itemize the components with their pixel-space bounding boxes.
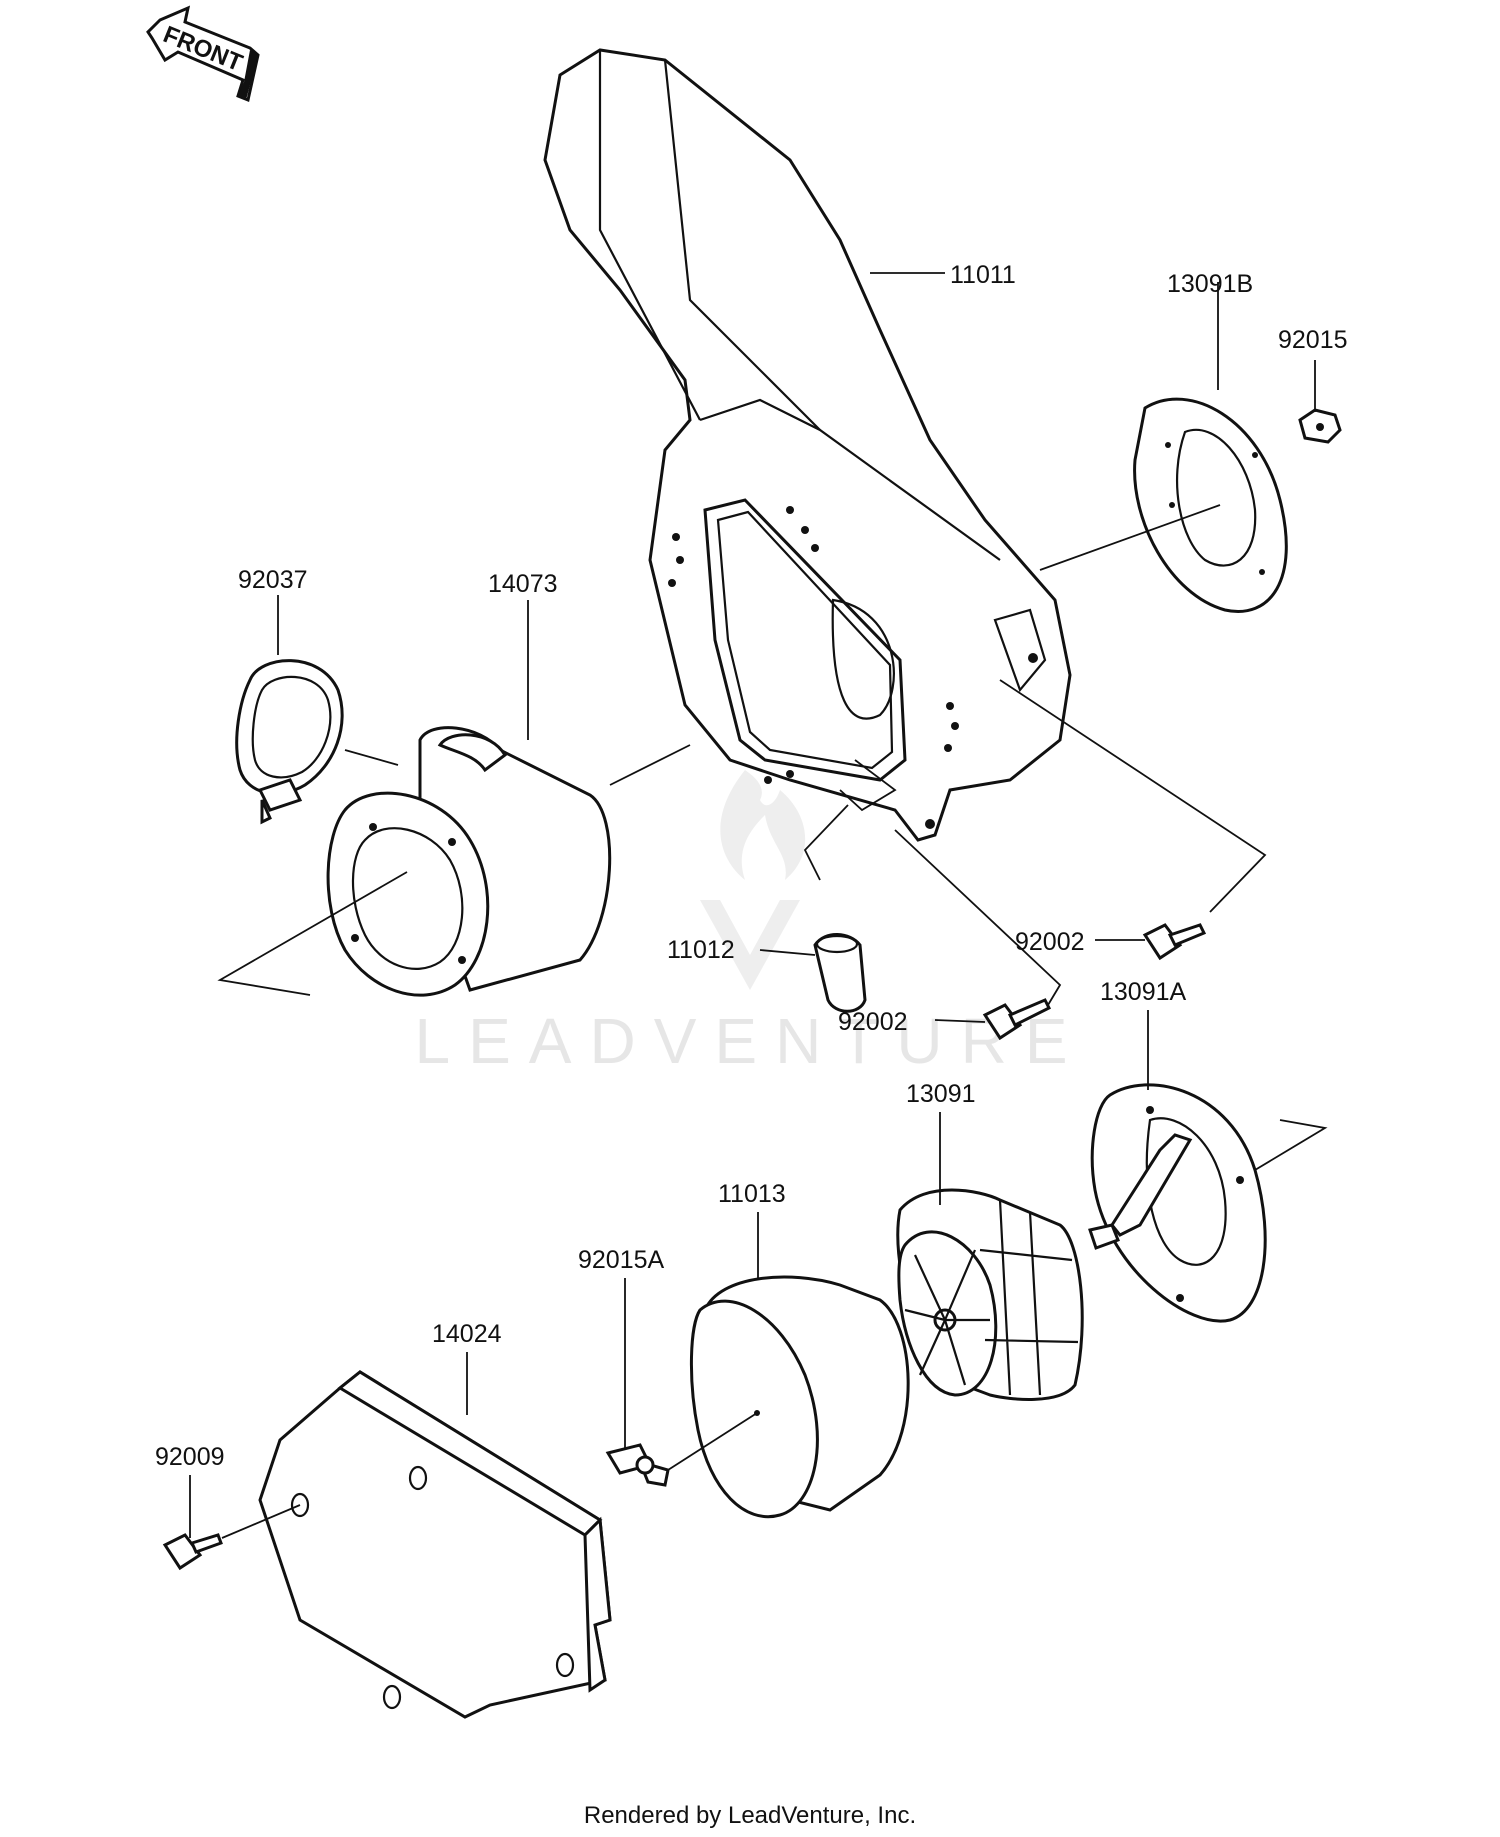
callout-13091a: 13091A [1100, 978, 1187, 1006]
front-arrow-shadow [238, 50, 258, 100]
watermark: LEADVENTURE [415, 770, 1086, 1077]
backing-plate-13091a [1088, 1083, 1267, 1323]
wing-nut-92015a [605, 1443, 670, 1487]
callout-92015a: 92015A [578, 1246, 665, 1274]
callout-92009: 92009 [155, 1443, 225, 1471]
callout-92002-lower: 92002 [838, 1008, 908, 1036]
callout-11013: 11013 [718, 1180, 786, 1208]
tube-11012 [813, 933, 867, 1013]
bolt-92002-lower [982, 998, 1052, 1041]
element-cage-13091 [896, 1188, 1084, 1401]
callout-92002-upper: 92002 [1015, 928, 1085, 956]
watermark-v-icon [700, 900, 800, 990]
watermark-text: LEADVENTURE [415, 1005, 1086, 1077]
callout-92015: 92015 [1278, 326, 1348, 354]
footer-credit: Rendered by LeadVenture, Inc. [584, 1802, 916, 1829]
callout-92037: 92037 [238, 566, 308, 594]
leader-lines [189, 272, 1328, 1539]
callout-11012: 11012 [667, 936, 735, 964]
nut-92015 [1298, 408, 1342, 444]
filter-element-11013 [689, 1275, 910, 1519]
callout-11011: 11011 [950, 261, 1016, 289]
cover-14024 [258, 1370, 612, 1719]
clamp-92037 [235, 659, 344, 825]
callout-14024: 14024 [432, 1320, 502, 1348]
screw-92009 [162, 1533, 223, 1571]
callout-13091b: 13091B [1167, 270, 1253, 298]
callout-14073: 14073 [488, 570, 558, 598]
bolt-92002-upper [1142, 923, 1207, 961]
air-box-11011 [543, 48, 1072, 842]
front-arrow: FRONT [146, 5, 260, 103]
part-callouts: 11011 13091B 92015 92037 14073 92002 110… [155, 261, 1348, 1471]
callout-13091: 13091 [906, 1080, 976, 1108]
gasket-13091b [1133, 397, 1288, 613]
watermark-flame-icon [720, 770, 806, 880]
duct-14073 [326, 726, 612, 997]
